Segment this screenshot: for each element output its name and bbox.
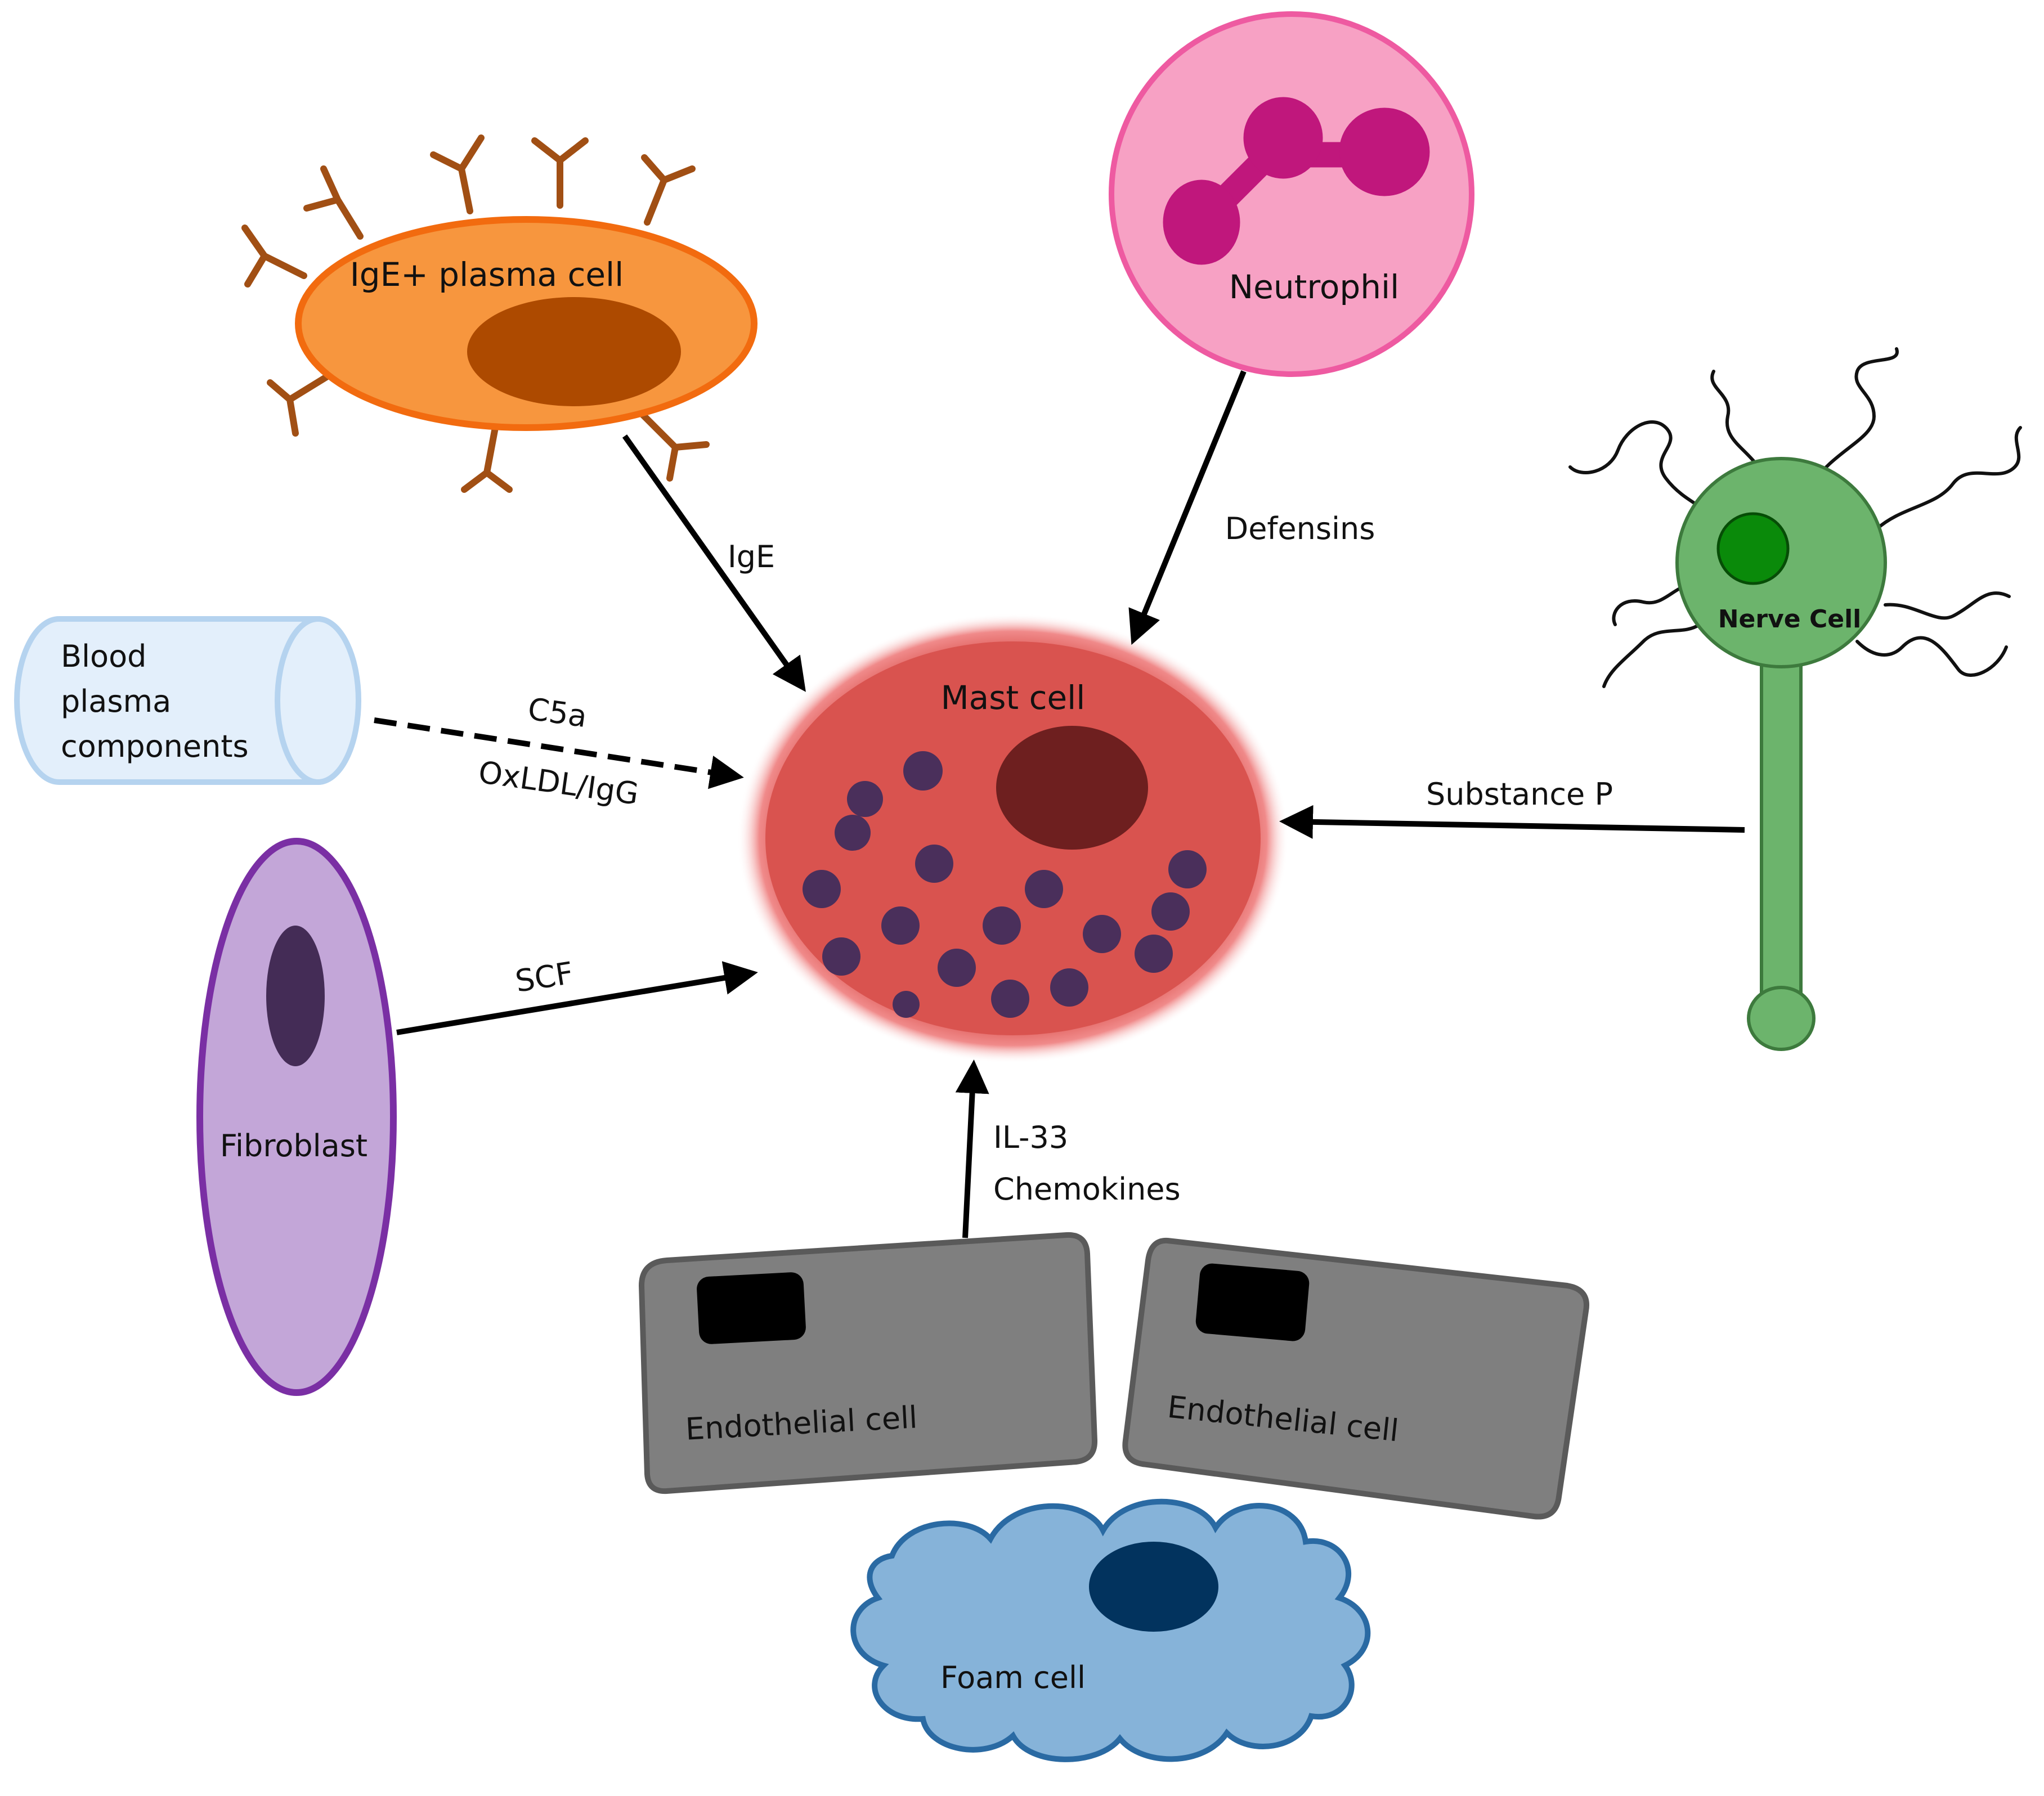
dendrite (1884, 591, 2011, 620)
granule (803, 870, 841, 908)
arrow-defensins (1128, 370, 1247, 645)
plasma-cell-label: IgE+ plasma cell (350, 255, 624, 294)
foam-cell: Foam cell (850, 1498, 1371, 1762)
granule (991, 980, 1029, 1018)
endothelial-cell-left: Endothelial cell (638, 1232, 1097, 1494)
neutrophil-label: Neutrophil (1229, 268, 1399, 306)
nerve-cell-label: Nerve Cell (1718, 605, 1862, 634)
signal-oxldl-label: OxLDL/IgG (476, 755, 640, 812)
endothelial-cell-nucleus (1195, 1263, 1310, 1341)
antibody-icon (303, 165, 364, 240)
signal-substance-p-label: Substance P (1426, 776, 1613, 812)
granule (915, 845, 953, 883)
granule (938, 949, 976, 987)
arrow-scf (396, 961, 758, 1035)
foam-cell-body (850, 1498, 1371, 1762)
signal-ige-label: IgE (728, 539, 775, 574)
nerve-cell: Nerve Cell (1568, 347, 2022, 1051)
granule (983, 906, 1021, 945)
signal-c5a-label: C5a (526, 691, 589, 734)
signal-arrows (374, 370, 1745, 1238)
dendrite (1810, 347, 1899, 486)
neutrophil-nucleus (1163, 97, 1430, 265)
granule (893, 991, 920, 1018)
fibroblast-nucleus (266, 926, 325, 1066)
granule (1025, 870, 1063, 908)
granule (847, 781, 883, 817)
axon-terminal (1747, 986, 1816, 1051)
arrow-il33-chemokines (955, 1059, 989, 1238)
blood-label-line3: components (61, 729, 249, 764)
granule (1050, 968, 1088, 1007)
mast-cell-nucleus (996, 726, 1148, 850)
endothelial-cell-nucleus (697, 1272, 806, 1344)
neutrophil-body (1109, 11, 1474, 377)
blood-label-line1: Blood (61, 639, 146, 674)
granule (881, 906, 920, 945)
antibody-icon (638, 410, 710, 482)
antibody-icon (531, 137, 589, 209)
arrow-substance-p (1279, 805, 1745, 839)
fibroblast-label: Fibroblast (220, 1128, 367, 1164)
endothelial-cell-body (1122, 1237, 1589, 1520)
neutrophil: Neutrophil (1109, 11, 1474, 377)
plasma-cell-nucleus (467, 297, 681, 406)
signal-chemokines-label: Chemokines (993, 1171, 1181, 1207)
antibody-icon (430, 134, 485, 214)
dendrite (1568, 420, 1732, 531)
plasma-cell: IgE+ plasma cell (241, 134, 757, 493)
nucleus-lobe (1163, 179, 1240, 265)
dendrites (1568, 347, 2022, 688)
signal-defensins-label: Defensins (1225, 511, 1375, 546)
nucleus-lobe (1243, 97, 1323, 179)
arrow-c5a-oxldl (374, 717, 744, 789)
antibody-icon (461, 424, 513, 493)
blood-plasma-cylinder: Blood plasma components (14, 616, 361, 785)
antibody-icon (641, 154, 696, 226)
mast-cell-label: Mast cell (941, 679, 1086, 717)
endothelial-cell-body (638, 1232, 1097, 1494)
signal-il33-label: IL-33 (993, 1120, 1068, 1155)
blood-label-line2: plasma (61, 684, 171, 719)
endothelial-cell-right: Endothelial cell (1122, 1237, 1589, 1520)
mast-cell-granules (803, 751, 1207, 1018)
antibody-icon (267, 374, 330, 437)
granule (1135, 935, 1173, 973)
mast-cell: Mast cell (737, 613, 1289, 1063)
signal-scf-label: SCF (513, 955, 576, 999)
fibroblast: Fibroblast (196, 838, 397, 1396)
granule (1083, 915, 1121, 953)
foam-cell-label: Foam cell (940, 1660, 1086, 1695)
arrow-ige (622, 434, 806, 692)
granule (835, 815, 871, 851)
dendrite (1875, 426, 2022, 531)
granule (1168, 850, 1207, 888)
dendrite (1855, 636, 2008, 677)
granule (1151, 892, 1190, 931)
granule (822, 937, 860, 976)
cylinder-cap (275, 616, 361, 785)
foam-cell-nucleus (1089, 1542, 1218, 1632)
axon (1760, 645, 1803, 998)
nucleus-lobe (1339, 107, 1430, 196)
nerve-cell-nucleus (1716, 512, 1790, 585)
antibody-icons (241, 134, 710, 493)
granule (903, 751, 943, 791)
antibody-icon (241, 225, 307, 288)
dendrite (1602, 623, 1701, 688)
fibroblast-body (196, 838, 397, 1396)
